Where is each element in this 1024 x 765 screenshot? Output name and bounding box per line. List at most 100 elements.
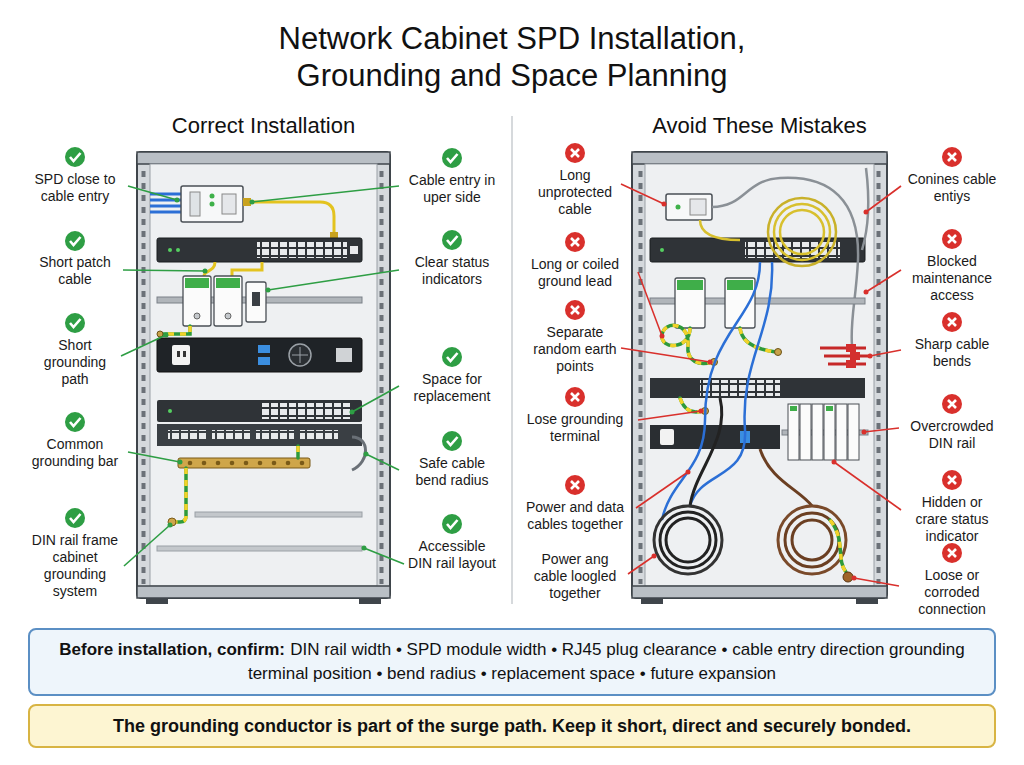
- checklist-text: DIN rail width • SPD module width • RJ45…: [248, 640, 965, 683]
- tangled-cable: [660, 512, 716, 568]
- rack-frame: [137, 152, 390, 164]
- network-switch: [660, 248, 664, 252]
- long-cable: [700, 220, 740, 240]
- power-unit: [157, 338, 362, 372]
- leader-line: [870, 350, 901, 356]
- rack-frame: [632, 152, 887, 604]
- page-title: Network Cabinet SPD Installation, Ground…: [212, 20, 812, 94]
- din-spd-module: [216, 278, 240, 288]
- cross-icon: [942, 394, 962, 414]
- callout-label: Short patch cable: [30, 254, 120, 288]
- callout-label: Accessible DIN rail layout: [407, 538, 497, 572]
- check-icon: [65, 147, 85, 167]
- din-spd-module: [727, 280, 753, 290]
- rack-frame: [632, 152, 887, 164]
- leader-dot: [250, 200, 255, 205]
- tangled-cable: [760, 449, 812, 506]
- network-switch: [157, 238, 362, 262]
- spd-module: [222, 194, 236, 214]
- long-cable: [774, 204, 830, 260]
- callout-label: Long unprotected cable: [533, 167, 618, 218]
- din-spd-module: [194, 313, 200, 319]
- network-switch: [700, 380, 780, 396]
- leader-line: [364, 548, 404, 564]
- data-cable: [150, 205, 181, 208]
- callout-label: DIN rail frame cabinet grounding system: [29, 532, 121, 600]
- grounding-bar: [178, 458, 310, 468]
- callout-label: Overcrowded DIN rail: [902, 418, 1002, 452]
- rack-frame: [632, 152, 887, 598]
- leader-line: [128, 452, 180, 462]
- check-icon: [65, 412, 85, 432]
- leader-dot: [852, 576, 857, 581]
- red-connector: [846, 344, 856, 352]
- callout-label: Sharp cable bends: [905, 336, 1000, 370]
- callout-label: Lose grounding terminal: [515, 411, 635, 445]
- spd-module: [666, 194, 712, 220]
- data-cable: [150, 211, 181, 214]
- network-switch: [350, 246, 358, 254]
- patch-panel: [212, 430, 250, 439]
- grounding-bar: [178, 458, 310, 468]
- cable-bend: [352, 437, 366, 470]
- leader-line: [628, 556, 654, 574]
- spd-module: [210, 194, 215, 199]
- leader-line: [268, 270, 399, 290]
- power-unit: [258, 357, 270, 365]
- ground-wire: [775, 349, 782, 356]
- rack-frame: [641, 598, 663, 604]
- din-spd-module: [675, 278, 705, 328]
- leader-line: [621, 184, 664, 204]
- ground-wire: [157, 326, 190, 337]
- grounding-bar: [202, 461, 207, 466]
- callout-label: Common grounding bar: [25, 436, 125, 470]
- callout-label: Space for replacement: [402, 371, 502, 405]
- callout-label: Power ang cable loogled together: [525, 551, 625, 602]
- cross-icon: [565, 387, 585, 407]
- power-unit: [660, 429, 674, 445]
- rack-shelf: [195, 512, 362, 517]
- red-connector: [846, 360, 856, 368]
- network-switch: [257, 242, 347, 258]
- leader-dot: [864, 290, 869, 295]
- leader-dot: [164, 333, 169, 338]
- callout-label: Safe cable bend radius: [402, 455, 502, 489]
- din-spd-module: [183, 276, 266, 326]
- red-connector: [820, 344, 868, 368]
- spd-module: [676, 205, 681, 210]
- network-switch: [176, 248, 180, 252]
- ground-wire: [172, 468, 186, 522]
- power-unit: [172, 345, 190, 365]
- tangled-cable: [690, 262, 772, 506]
- patch-cable: [232, 262, 262, 276]
- rack-frame: [146, 598, 168, 604]
- ground-wire: [160, 326, 190, 334]
- rack-frame: [137, 152, 390, 598]
- leader-dot: [362, 546, 367, 551]
- cabinet-panel: Correct Installation: [137, 112, 390, 598]
- power-unit: [177, 351, 180, 357]
- din-spd-module: [183, 276, 211, 326]
- section-divider: [512, 116, 513, 604]
- grounding-bar: [300, 461, 305, 466]
- red-connector: [850, 352, 860, 360]
- callout-label: Conines cable entiys: [905, 171, 1000, 205]
- check-icon: [442, 431, 462, 451]
- checklist-text: Before installation, confirm:: [59, 640, 285, 659]
- leader-dot: [168, 523, 173, 528]
- network-switch: [650, 238, 865, 262]
- long-cable: [700, 168, 868, 345]
- patch-cable: [243, 202, 334, 240]
- power-unit: [258, 345, 270, 353]
- din-spd-module: [246, 282, 266, 322]
- callout-label: Blocked maintenance access: [905, 253, 1000, 304]
- crowded-din-rail: [826, 406, 833, 411]
- callout-label: Separate random earth points: [533, 324, 618, 375]
- grounding-bar: [258, 461, 263, 466]
- spd-module: [181, 186, 243, 222]
- patch-panel: [168, 430, 206, 439]
- leader-dot: [175, 198, 180, 203]
- rack-frame: [137, 152, 390, 604]
- tangled-cable: [690, 398, 722, 506]
- cross-icon: [565, 300, 585, 320]
